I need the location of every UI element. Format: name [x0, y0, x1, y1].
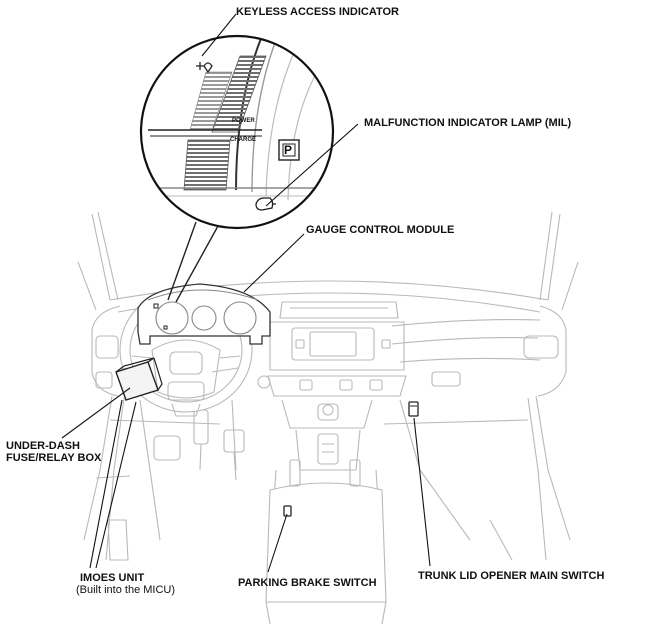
trunk-lid-switch-shape: [408, 401, 419, 417]
parking-indicator-icon: P: [284, 143, 293, 157]
under-dash-fuse-label-line1: UNDER-DASH: [6, 440, 80, 452]
car-interior: [77, 211, 579, 624]
leader-lines: [61, 13, 431, 573]
parking-brake-switch-shape: [283, 505, 292, 517]
charge-gauge-text: CHARGE: [230, 137, 257, 143]
gauge-control-module-outline: [137, 283, 271, 345]
gauge-control-module-label: GAUGE CONTROL MODULE: [306, 224, 455, 236]
under-dash-fuse-label-line2: FUSE/RELAY BOX: [6, 452, 102, 464]
power-gauge-text: POWER: [232, 118, 255, 124]
imoes-unit-label-line2: (Built into the MICU): [76, 584, 176, 596]
imoes-unit-label-line1: IMOES UNIT: [80, 572, 145, 584]
mil-label: MALFUNCTION INDICATOR LAMP (MIL): [364, 117, 572, 129]
magnified-gauge-inset: [139, 34, 335, 230]
keyless-access-indicator-label: KEYLESS ACCESS INDICATOR: [236, 6, 399, 18]
parking-brake-switch-label: PARKING BRAKE SWITCH: [238, 577, 377, 589]
trunk-lid-opener-main-switch-label: TRUNK LID OPENER MAIN SWITCH: [418, 570, 605, 582]
